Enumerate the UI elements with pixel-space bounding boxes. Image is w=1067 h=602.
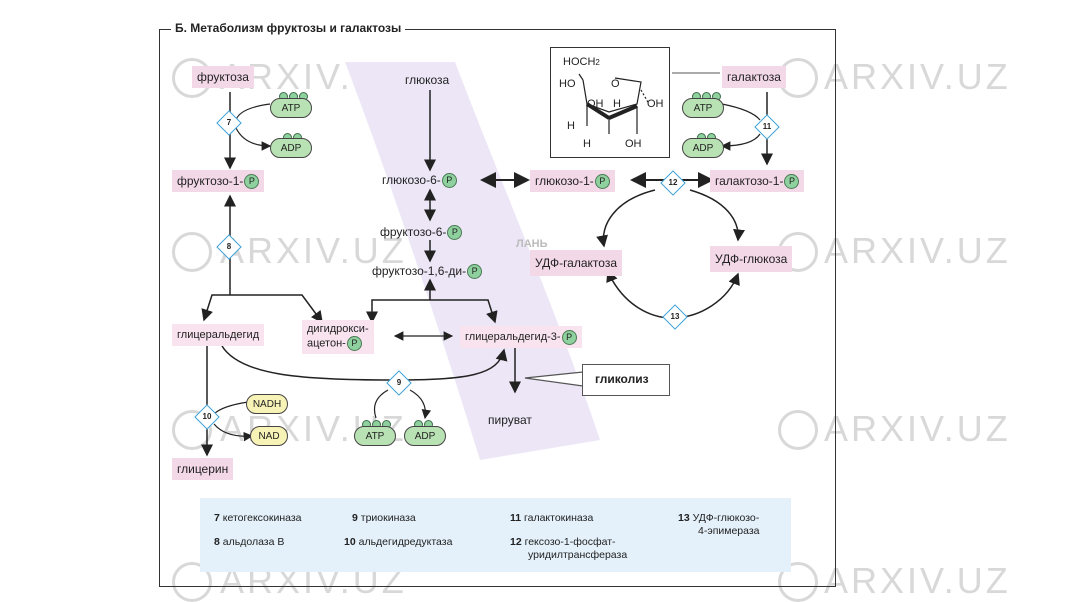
adp-cofactor: ADP [404,426,446,446]
watermark-text: ARXIV.UZ [824,230,1011,271]
ho-label: HO [559,78,576,90]
phosphate-icon: P [441,173,457,189]
atp-cofactor: ATP [682,98,724,118]
watermark-text: ARXIV.UZ [220,230,407,271]
pyruvate-label: пируват [488,413,532,427]
legend-item-12: 12 гексозо-1-фосфат-уридилтрансфераза [510,536,628,561]
galactose-structure: HOCH2 O HO OH H OH H H OH [550,47,670,158]
enzyme-7-number: 7 [226,118,232,127]
phosphate-icon: P [594,174,610,190]
phosphate-icon: P [784,174,800,190]
glyceraldehyde-box: глицеральдегид [172,324,265,346]
nad-cofactor: NAD [250,426,288,446]
dhap-box: дигидрокси- ацетон-P [302,320,374,354]
glycolysis-callout: гликолиз [582,364,670,396]
phosphate-icon: P [447,225,463,241]
enzyme-legend: 7 кетогексокиназа 8 альдолаза В 9 триоки… [200,498,791,572]
ch2oh-label: HOCH2 [563,56,600,68]
h-label: H [583,138,591,150]
oh-label: OH [647,98,664,110]
galactose-box: галактоза [722,66,786,88]
watermark-text: ARXIV.UZ [824,560,1011,601]
enzyme-11-number: 11 [762,122,772,131]
glucose-6-phosphate-label: глюкозо-6-P [382,172,457,189]
legend-item-10: 10 альдегидредуктаза [344,536,453,548]
glucose-label: глюкоза [405,73,450,87]
glucose-1-phosphate-box: глюкозо-1-P [530,170,615,193]
adp-cofactor: ADP [270,138,312,158]
watermark-logo [778,410,818,450]
ring-oxygen: O [611,78,620,90]
enzyme-9-number: 9 [396,378,402,387]
legend-item-8: 8 альдолаза В [214,536,285,548]
publisher-mark: ЛАНЬ [516,238,548,250]
adp-cofactor: ADP [682,138,724,158]
enzyme-13-number: 13 [670,312,680,321]
h-label: H [567,120,575,132]
enzyme-8-number: 8 [226,242,232,251]
nadh-cofactor: NADH [246,394,288,414]
udp-glucose-box: УДФ-глюкоза [710,246,793,272]
watermark-text: ARXIV.UZ [824,408,1011,449]
legend-item-13: 13 УДФ-глюкозо-4-эпимераза [678,512,760,537]
gap-box: глицеральдегид-3-P [460,326,582,348]
legend-item-9: 9 триокиназа [352,512,416,524]
figure-title: Б. Метаболизм фруктозы и галактозы [171,21,406,35]
watermark-text: ARXIV.UZ [824,56,1011,97]
enzyme-10-number: 10 [202,412,212,421]
atp-cofactor: ATP [270,98,312,118]
phosphate-icon: P [244,174,260,190]
oh-label: OH [587,98,604,110]
fructose-16-bisphosphate-label: фруктозо-1,6-ди-P [372,263,483,280]
figure-frame [159,29,836,587]
h-label: H [613,98,621,110]
legend-item-11: 11 галактокиназа [510,512,594,524]
watermark-logo [172,232,212,272]
atp-cofactor: ATP [354,426,396,446]
fructose-1-phosphate-label: фруктозо-1- [177,174,244,188]
enzyme-12-number: 12 [668,178,678,187]
legend-item-7: 7 кетогексокиназа [214,512,302,524]
glycerol-box: глицерин [172,458,234,480]
ring-bonds [578,73,650,134]
watermark-logo [172,410,212,450]
phosphate-icon: P [561,329,577,345]
fructose-6-phosphate-label: фруктозо-6-P [380,224,463,241]
phosphate-icon: P [346,336,362,351]
oh-label: OH [625,138,642,150]
fructose-box: фруктоза [192,66,254,88]
fructose-1-phosphate-box: фруктозо-1-P [172,170,265,193]
glycolysis-band [345,62,600,460]
galactose-1-phosphate-box: галактозо-1-P [710,170,805,193]
udp-galactose-box: УДФ-галактоза [530,250,622,276]
phosphate-icon: P [467,264,483,280]
